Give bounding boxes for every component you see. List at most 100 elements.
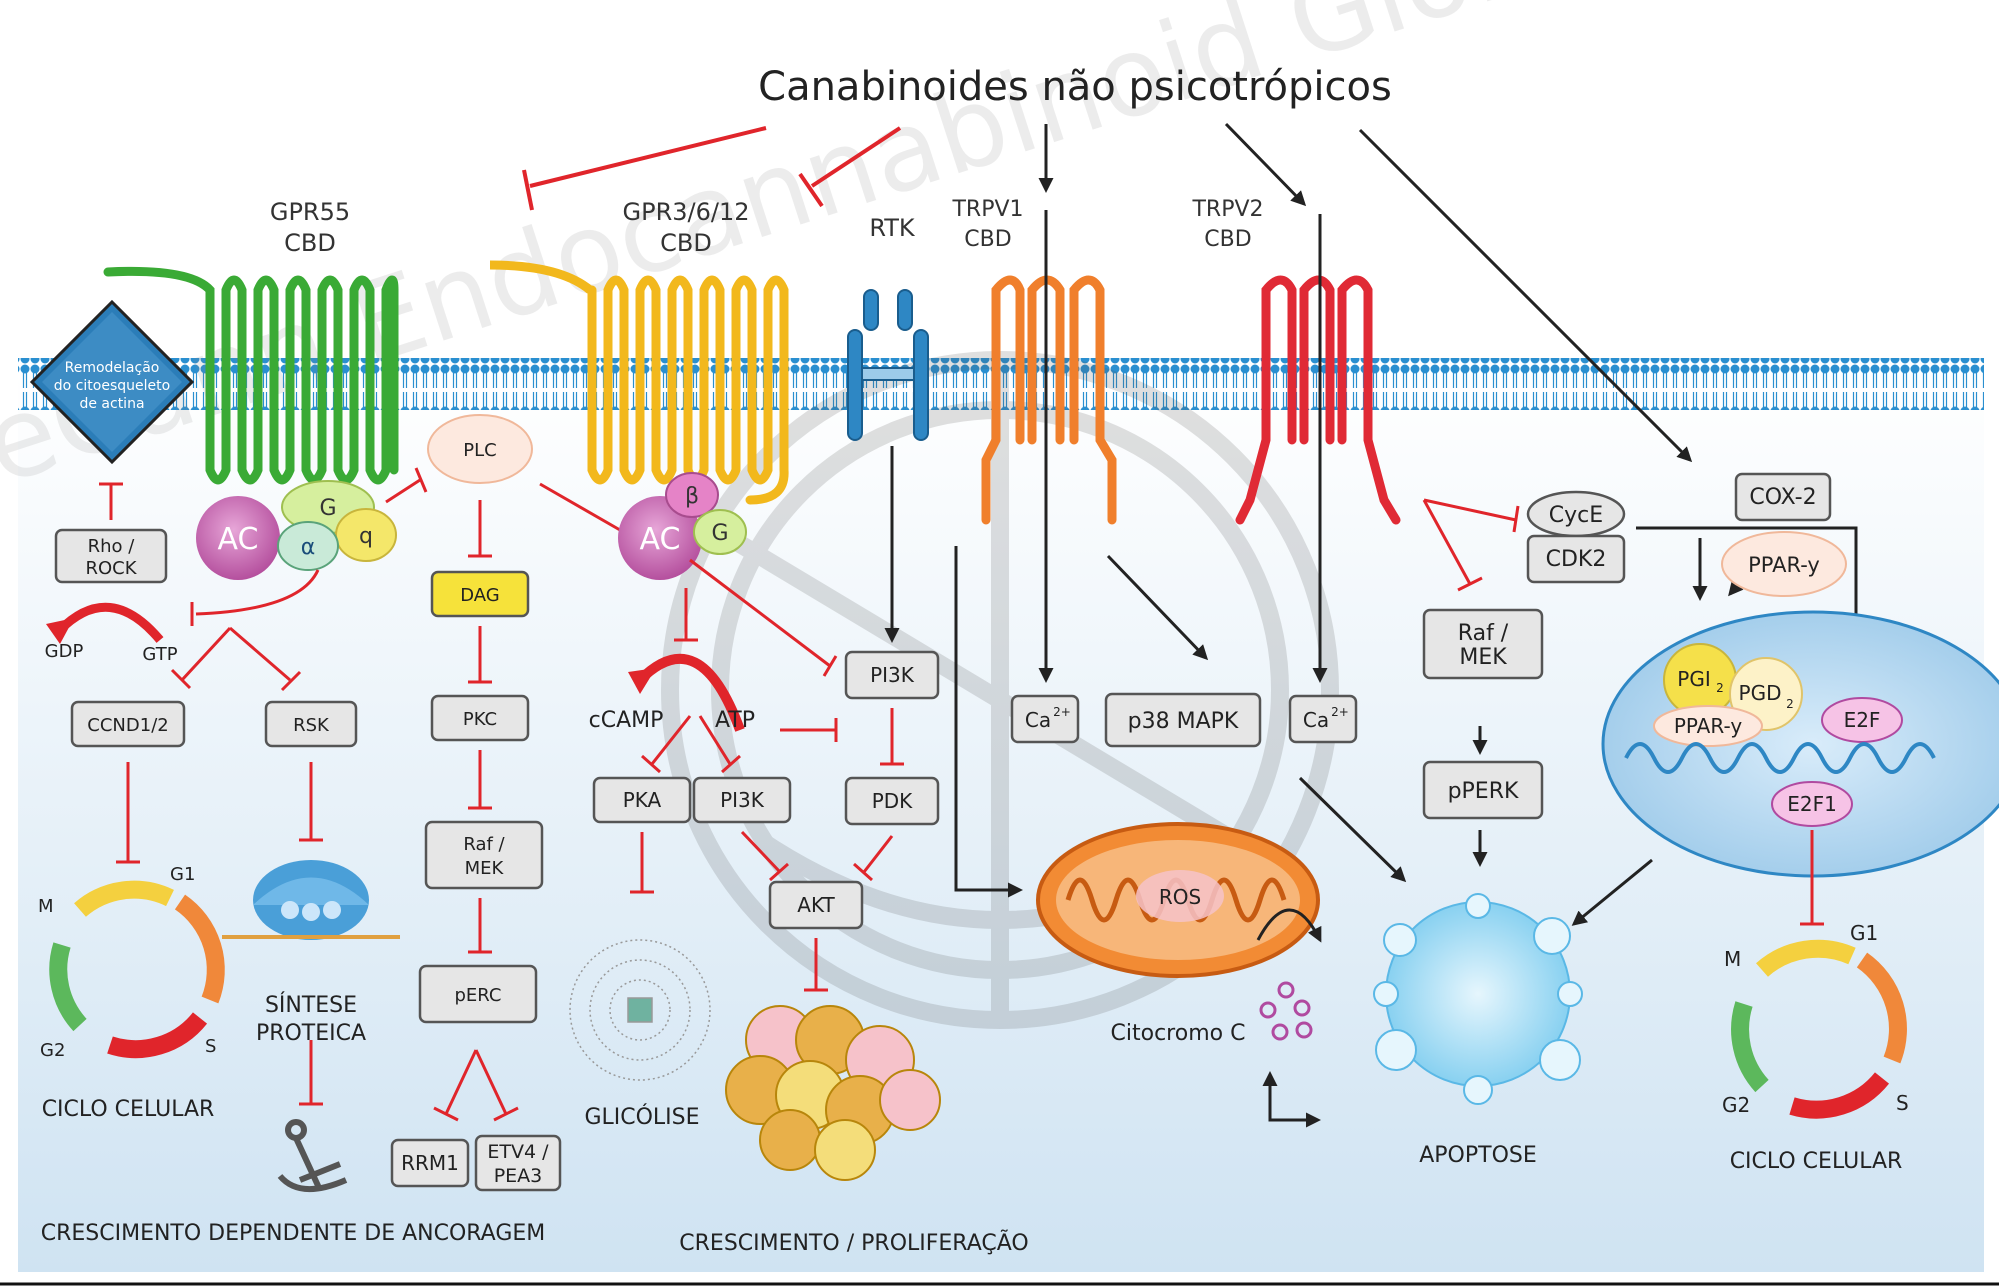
plc-label: PLC [463,440,496,461]
ca-left-label: Ca [1025,708,1051,732]
gpr55-label: GPR55 [270,198,350,226]
outcome-glicolise: GLICÓLISE [584,1104,699,1130]
pka-box [592,776,692,824]
plc-node [427,414,533,484]
cdk2-box [1526,534,1626,584]
pkc-box [430,694,530,742]
outcome-crescimento-ancoragem: CRESCIMENTO DEPENDENTE DE ANCORAGEM [41,1221,546,1246]
pi3k-left-label: PI3K [720,788,765,812]
e2f1-label: E2F1 [1787,792,1837,816]
cytoskeleton-label-1: Remodelação [65,360,160,376]
cox2-box [1734,472,1832,522]
inhibition-lines-left [170,467,428,692]
p38-box [1104,692,1262,748]
cycle-left-m: M [38,896,54,917]
pgi-label: PGI [1677,667,1710,691]
watermark-logo [661,351,1339,1029]
ppar-top-label: PPAR-y [1748,553,1820,577]
nucleus [1601,610,1999,878]
akt-box [768,880,864,930]
gtp-label: GTP [142,644,177,665]
cycle-left-g1: G1 [170,864,195,885]
rho-rock-label-2: ROCK [85,558,137,579]
ca-right-box [1288,694,1358,744]
cyce-label: CycE [1549,503,1603,528]
dag-box [430,570,530,618]
gpr-inhibition-chain [630,558,904,992]
proliferating-cells-icon [725,1005,941,1181]
glycolysis-icon [569,939,711,1081]
etv4-label-1: ETV4 / [487,1141,549,1163]
alpha-label: α [301,535,316,560]
ribosome-icon [222,860,400,940]
pi3k-left-box [692,776,792,824]
trpv2-ligand: CBD [1204,227,1251,252]
g-left-label: G [319,496,336,521]
etv4-label-2: PEA3 [494,1165,543,1187]
cycle-right-s: S [1896,1091,1909,1115]
pgd-subscript: 2 [1786,697,1794,711]
gpr3612-ligand: CBD [660,229,712,257]
pdk-label: PDK [872,789,913,813]
rho-rock-box [54,528,168,584]
dna-strand [1624,742,1936,774]
pka-label: PKA [623,788,662,812]
pi3k-box [844,650,940,700]
dag-label: DAG [460,585,500,606]
pi3k-label: PI3K [870,663,915,687]
outcome-ciclo-left: CICLO CELULAR [42,1097,215,1122]
raf-mek-right-label-1: Raf / [1458,621,1509,646]
outcome-apoptose: APOPTOSE [1419,1143,1537,1168]
outcome-crescimento-proliferacao: CRESCIMENTO / PROLIFERAÇÃO [679,1229,1028,1256]
pperk-label: pPERK [1448,779,1519,804]
e2f-label: E2F [1844,708,1881,732]
atp-label: ATP [715,708,755,733]
ca-left-superscript: 2+ [1053,705,1071,719]
apoptotic-cell-icon [1373,893,1583,1105]
ccnd-box [70,700,186,748]
ac-mid [618,496,702,580]
ros-label: ROS [1159,885,1201,909]
pkc-label: PKC [463,709,497,730]
rtk-receptor [847,289,929,441]
q-subunit [335,508,397,562]
camp-label: cCAMP [589,708,664,733]
title-inhibition-lines [522,126,902,211]
cell-cycle-right [1731,939,1907,1119]
ppar-bottom-node [1653,705,1763,747]
pgd-label: PGD [1739,681,1782,705]
ac-left-label: AC [218,522,259,557]
e2f-node [1821,697,1903,743]
gdp-label: GDP [45,641,84,662]
ca-right-label: Ca [1303,708,1329,732]
pdk-box [844,776,940,826]
raf-mek-right-label-2: MEK [1459,645,1507,670]
g-mid-label: G [711,521,728,546]
trpv1-ligand: CBD [964,227,1011,252]
sintese-label-2: PROTEICA [256,1021,366,1046]
ac-left [196,496,280,580]
p38-label: p38 MAPK [1128,709,1239,734]
cell-cycle-left [49,880,225,1059]
rrm1-box [390,1138,470,1188]
ppar-bottom-label: PPAR-y [1674,714,1742,738]
citocromo-label: Citocromo C [1111,1021,1246,1046]
perc-label: pERC [455,985,502,1006]
gpr55-receptor [103,266,399,485]
sintese-label-1: SÍNTESE [265,992,357,1018]
beta-subunit [665,472,719,518]
rsk-label: RSK [293,715,330,736]
beta-label: β [685,484,699,509]
ppar-top-node [1721,531,1847,597]
raf-mek-left-label-1: Raf / [463,834,505,855]
trpv2-inhibition [1422,498,1520,592]
anchor-icon [277,1119,348,1193]
cox2-label: COX-2 [1749,485,1816,510]
cycle-right-g2: G2 [1722,1093,1750,1117]
rrm1-label: RRM1 [401,1151,459,1175]
akt-label: AKT [797,893,835,917]
outcome-ciclo-right: CICLO CELULAR [1730,1149,1903,1174]
mitochondrion-icon [1036,822,1320,978]
cycle-right-g1: G1 [1850,921,1878,945]
